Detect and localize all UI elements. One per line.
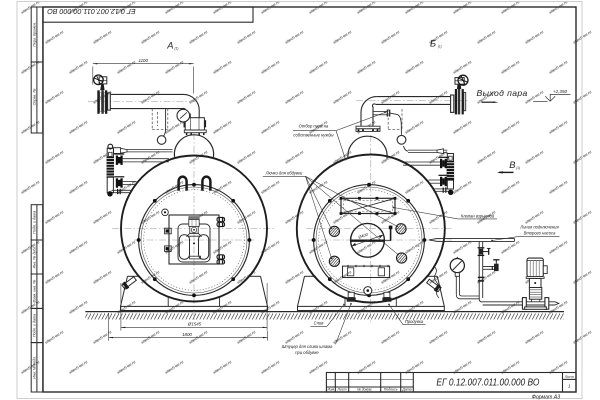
svg-text:Б: Б [430, 38, 436, 48]
svg-text:Изм: Изм [328, 388, 335, 392]
svg-text:Слив: Слив [314, 321, 325, 326]
svg-text:собственные нужды: собственные нужды [293, 132, 333, 137]
svg-text:Клапан взрывной: Клапан взрывной [461, 213, 495, 218]
svg-text:Лист: Лист [336, 388, 346, 392]
svg-text:1800: 1800 [182, 332, 192, 337]
svg-text:Подп. и дата: Подп. и дата [32, 314, 36, 337]
svg-text:Подпись: Подпись [384, 388, 398, 392]
svg-text:Взам. инв. №: Взам. инв. № [32, 280, 36, 303]
svg-text:+2,350: +2,350 [553, 89, 568, 94]
svg-text:Инв. № дубл.: Инв. № дубл. [32, 246, 36, 269]
svg-text:при обдувке: при обдувке [295, 350, 319, 355]
svg-text:Формат А3: Формат А3 [532, 395, 560, 400]
svg-text:ЕГ 0.12.007.011.00.000 ВО: ЕГ 0.12.007.011.00.000 ВО [436, 378, 539, 389]
svg-text:Лист: Лист [564, 375, 574, 379]
svg-text:Перв. примен.: Перв. примен. [32, 22, 36, 47]
svg-text:Подп. и дата: Подп. и дата [32, 211, 36, 234]
svg-text:ЕГ 0.12.007.011.00.000 ВО: ЕГ 0.12.007.011.00.000 ВО [47, 7, 136, 16]
svg-text:А: А [166, 40, 173, 50]
svg-text:(1): (1) [438, 45, 442, 49]
svg-text:Отбор пара на: Отбор пара на [299, 124, 329, 129]
svg-text:Линия подключения: Линия подключения [519, 224, 559, 229]
svg-text:1: 1 [568, 384, 571, 389]
svg-text:Лючки для обдувки: Лючки для обдувки [265, 170, 303, 175]
svg-text:Дата: Дата [401, 388, 411, 392]
svg-text:(1): (1) [516, 166, 520, 170]
svg-text:№ докум.: № докум. [357, 388, 372, 392]
svg-text:Ø400: Ø400 [357, 231, 370, 240]
svg-text:Справ. №: Справ. № [32, 89, 36, 106]
svg-text:Выход пара: Выход пара [477, 88, 528, 98]
svg-text:Второго насоса: Второго насоса [524, 230, 557, 235]
svg-text:(1): (1) [175, 47, 179, 51]
svg-text:Штуцер для слива шлама: Штуцер для слива шлама [282, 344, 333, 349]
svg-text:Продувка: Продувка [405, 319, 424, 324]
svg-text:В: В [509, 160, 515, 170]
svg-text:Ø1545: Ø1545 [187, 322, 202, 327]
svg-text:1100: 1100 [138, 58, 148, 63]
svg-text:Инв. № подл.: Инв. № подл. [32, 356, 36, 379]
